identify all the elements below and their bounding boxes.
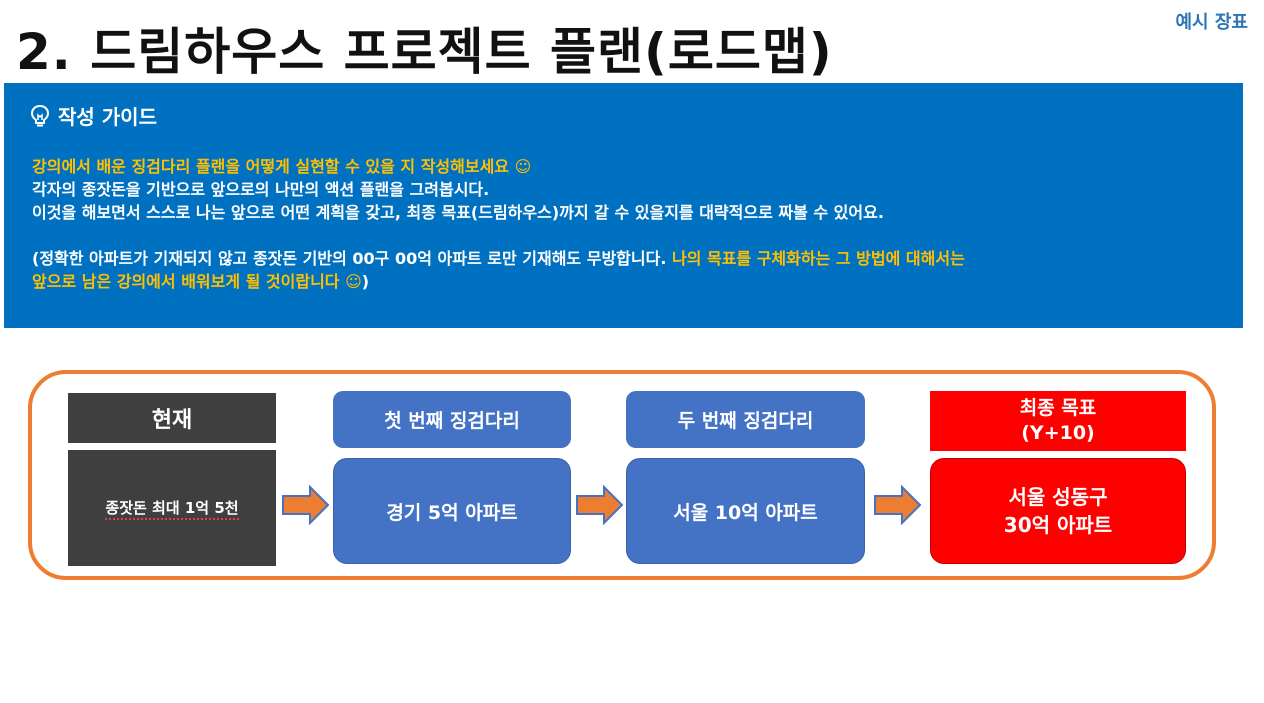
goal-value-line1: 서울 성동구 xyxy=(1008,485,1108,509)
guide-header: 작성 가이드 xyxy=(30,101,157,130)
guide-heading: 작성 가이드 xyxy=(58,105,157,129)
current-box: 종잣돈 최대 1억 5천 xyxy=(68,450,276,566)
goal-year: (Y+10) xyxy=(1021,422,1095,444)
goal-value-line2: 30억 아파트 xyxy=(1003,513,1113,537)
current-value: 종잣돈 최대 1억 5천 xyxy=(105,497,239,520)
guide-line-1: 강의에서 배운 징검다리 플랜을 어떻게 실현할 수 있을 지 작성해보세요 ☺ xyxy=(32,157,532,176)
lightbulb-icon xyxy=(30,104,50,126)
step1-box: 경기 5억 아파트 xyxy=(333,458,571,564)
guide-line-4-note: (정확한 아파트가 기재되지 않고 종잣돈 기반의 00구 00억 아파트 로만… xyxy=(32,249,667,268)
guide-line-5: 앞으로 남은 강의에서 배워보게 될 것이랍니다 ☺) xyxy=(32,270,1227,293)
guide-line-4-highlight: 나의 목표를 구체화하는 그 방법에 대해서는 xyxy=(666,249,965,268)
goal-header: 최종 목표 (Y+10) xyxy=(930,391,1186,451)
guide-line-2: 각자의 종잣돈을 기반으로 앞으로의 나만의 액션 플랜을 그려봅시다. xyxy=(32,180,490,199)
guide-panel: 작성 가이드 강의에서 배운 징검다리 플랜을 어떻게 실현할 수 있을 지 작… xyxy=(4,83,1243,328)
guide-line-5-close: ) xyxy=(361,272,370,291)
guide-line-5-highlight: 앞으로 남은 강의에서 배워보게 될 것이랍니다 ☺ xyxy=(32,272,362,291)
goal-box: 서울 성동구 30억 아파트 xyxy=(930,458,1186,564)
step2-header: 두 번째 징검다리 xyxy=(626,391,865,448)
current-header: 현재 xyxy=(68,393,276,443)
step1-header: 첫 번째 징검다리 xyxy=(333,391,571,448)
arrow-right-icon xyxy=(282,485,330,525)
guide-line-4: (정확한 아파트가 기재되지 않고 종잣돈 기반의 00구 00억 아파트 로만… xyxy=(32,247,1227,270)
arrow-right-icon xyxy=(576,485,624,525)
arrow-right-icon xyxy=(874,485,922,525)
guide-body: 강의에서 배운 징검다리 플랜을 어떻게 실현할 수 있을 지 작성해보세요 ☺… xyxy=(32,155,1227,293)
example-tag: 예시 장표 xyxy=(1175,12,1248,33)
page-title: 2. 드림하우스 프로젝트 플랜(로드맵) xyxy=(16,23,833,81)
guide-line-3: 이것을 해보면서 스스로 나는 앞으로 어떤 계획을 갖고, 최종 목표(드림하… xyxy=(32,203,884,222)
roadmap-frame xyxy=(28,370,1216,580)
step2-box: 서울 10억 아파트 xyxy=(626,458,865,564)
goal-label: 최종 목표 xyxy=(1019,397,1097,419)
